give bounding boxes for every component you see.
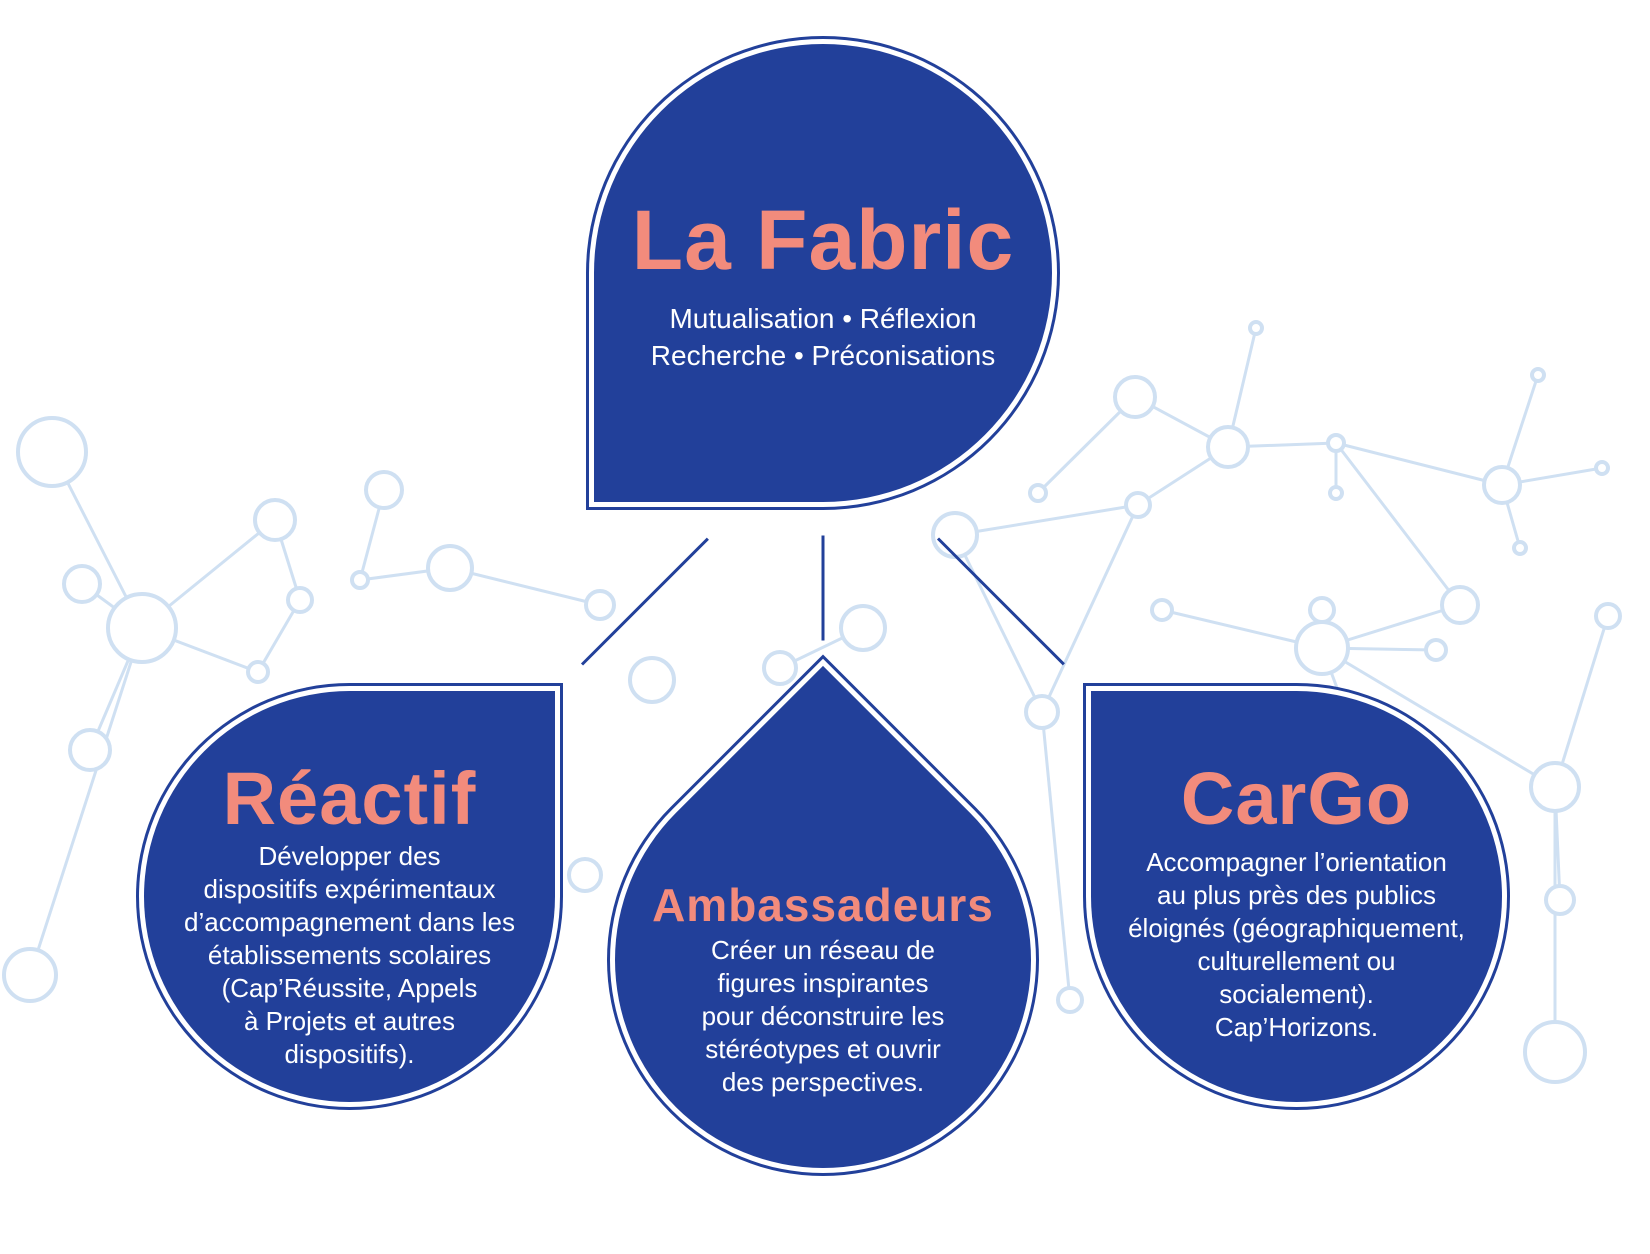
network-node: [1512, 540, 1528, 556]
la-fabric-block: La Fabric Mutualisation • Réflexion Rech…: [594, 198, 1052, 374]
network-node: [1248, 320, 1264, 336]
network-node: [1150, 598, 1174, 622]
la-fabric-drop: [594, 44, 1052, 502]
reactif-line: (Cap’Réussite, Appels: [221, 973, 478, 1003]
ambassadeurs-title: Ambassadeurs: [652, 879, 994, 931]
network-edge: [1040, 711, 1072, 1001]
network-node: [286, 586, 314, 614]
network-edge: [449, 566, 601, 607]
network-node: [62, 564, 102, 604]
cargo-line: éloignés (géographiquement,: [1128, 913, 1465, 943]
cargo-line: Cap’Horizons.: [1214, 1012, 1379, 1042]
cargo-drop: [1091, 691, 1502, 1102]
network-node: [1294, 620, 1350, 676]
ambassadeurs-line: figures inspirantes: [717, 968, 929, 998]
network-node: [1113, 375, 1157, 419]
connector-center: [821, 535, 825, 641]
reactif-line: Développer des: [258, 841, 441, 871]
reactif-line: dispositifs expérimentaux: [203, 874, 496, 904]
network-node: [1028, 483, 1048, 503]
reactif-line: établissements scolaires: [207, 940, 492, 970]
cargo-line: au plus près des publics: [1157, 880, 1436, 910]
la-fabric-line: Recherche • Préconisations: [650, 340, 996, 371]
reactif-block: Réactif Développer des dispositifs expér…: [144, 762, 555, 1071]
cargo-line: socialement).: [1219, 979, 1374, 1009]
ambassadeurs-line: pour déconstruire les: [701, 1001, 945, 1031]
network-edge: [1335, 441, 1503, 487]
network-node: [106, 592, 178, 664]
network-node: [1523, 1020, 1587, 1084]
network-node: [246, 660, 270, 684]
ambassadeurs-line: Créer un réseau de: [710, 935, 936, 965]
network-node: [1482, 465, 1522, 505]
reactif-line: d’accompagnement dans les: [184, 907, 515, 937]
la-fabric-title: La Fabric: [631, 193, 1015, 287]
network-node: [1124, 491, 1152, 519]
network-edge: [1040, 504, 1140, 713]
cargo-line: culturellement ou: [1197, 946, 1396, 976]
reactif-line: dispositifs).: [284, 1039, 415, 1069]
network-node: [628, 656, 676, 704]
network-node: [1594, 460, 1610, 476]
ambassadeurs-line: des perspectives.: [721, 1067, 925, 1097]
network-node: [16, 416, 88, 488]
network-node: [1056, 986, 1084, 1014]
network-node: [931, 511, 979, 559]
network-node: [1440, 585, 1480, 625]
network-node: [584, 589, 616, 621]
network-node: [1530, 367, 1546, 383]
network-node: [1424, 638, 1448, 662]
la-fabric-line: Mutualisation • Réflexion: [669, 303, 977, 334]
network-node: [68, 728, 112, 772]
network-node: [1206, 425, 1250, 469]
reactif-line: à Projets et autres: [244, 1006, 455, 1036]
reactif-title: Réactif: [222, 757, 477, 840]
network-node: [839, 604, 887, 652]
network-edge: [1036, 395, 1137, 495]
reactif-drop: [144, 691, 555, 1102]
network-edge: [953, 534, 1044, 713]
cargo-line: Accompagner l’orientation: [1146, 847, 1447, 877]
network-node: [567, 857, 603, 893]
network-node: [2, 947, 58, 1003]
cargo-title: CarGo: [1180, 757, 1413, 840]
network-node: [1594, 602, 1622, 630]
network-edge: [954, 503, 1139, 537]
network-node: [762, 650, 798, 686]
network-node: [253, 498, 297, 542]
network-node: [1328, 485, 1344, 501]
network-edge: [1334, 442, 1462, 606]
network-node: [1326, 433, 1346, 453]
ambassadeurs-block: Ambassadeurs Créer un réseau de figures …: [613, 882, 1033, 1099]
network-node: [364, 470, 404, 510]
network-node: [426, 544, 474, 592]
network-edge: [1553, 615, 1610, 788]
network-node: [1024, 694, 1060, 730]
network-node: [1544, 884, 1576, 916]
network-node: [350, 570, 370, 590]
ambassadeurs-line: stéréotypes et ouvrir: [705, 1034, 941, 1064]
cargo-block: CarGo Accompagner l’orientation au plus …: [1091, 762, 1502, 1044]
network-node: [1529, 761, 1581, 813]
network-node: [1308, 596, 1336, 624]
network-edge: [28, 627, 144, 976]
network-edge: [1321, 646, 1556, 789]
